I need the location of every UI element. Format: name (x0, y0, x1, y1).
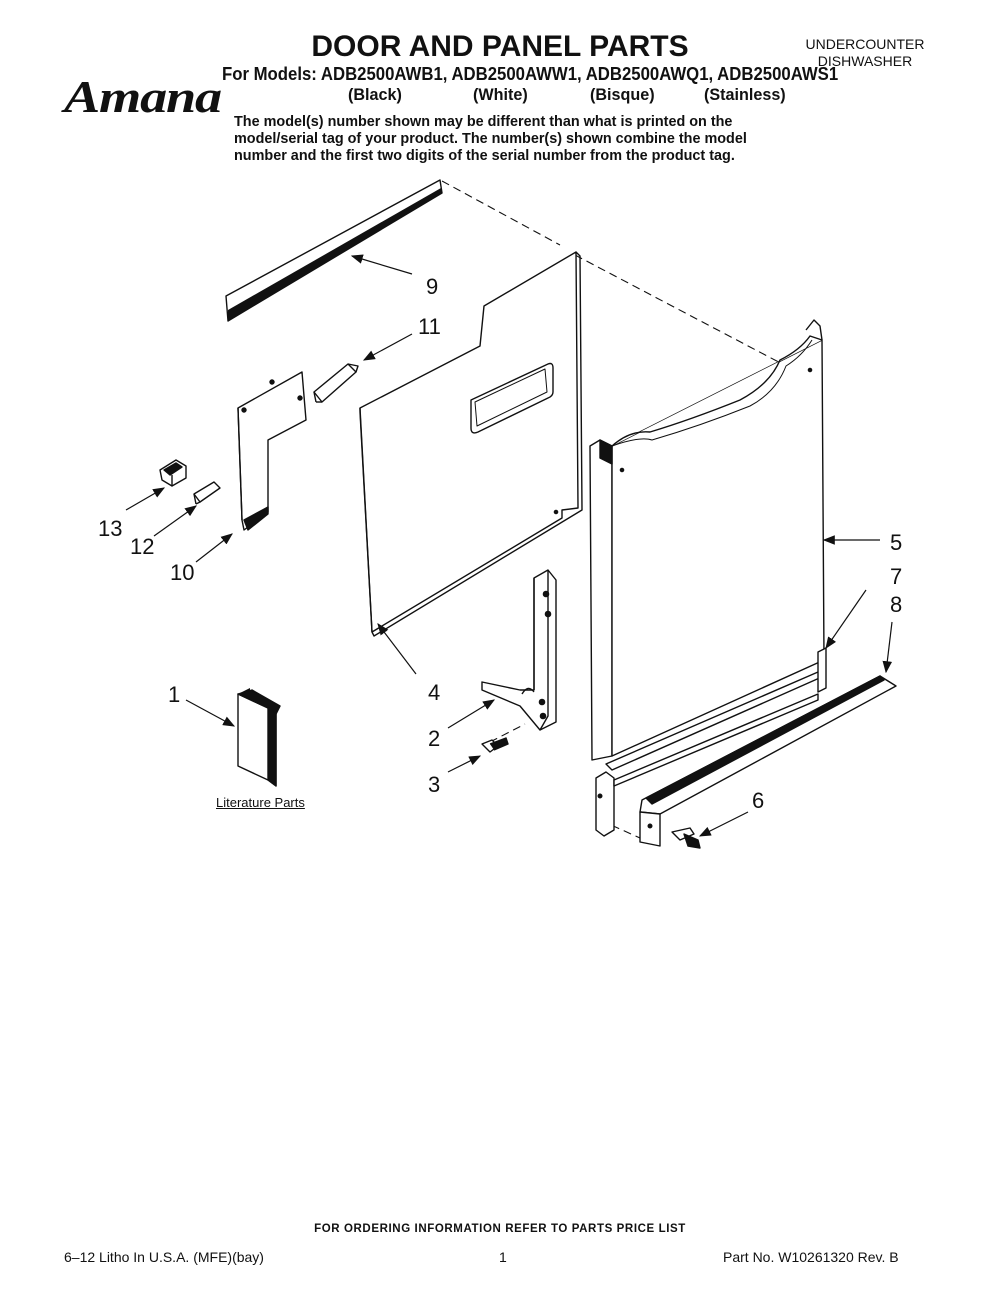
part-13-clip (159, 459, 187, 487)
part-7-bottom-trim (605, 647, 827, 771)
part-10-bracket (237, 371, 307, 531)
callout-10: 10 (170, 560, 194, 585)
callout-9: 9 (426, 274, 438, 299)
brand-logo: Amana (64, 71, 222, 122)
page-number: 1 (499, 1249, 507, 1265)
callout-6: 6 (752, 788, 764, 813)
part-3-screw (481, 737, 509, 753)
callout-7: 7 (890, 564, 902, 589)
callout-8: 8 (890, 592, 902, 617)
callout-13: 13 (98, 516, 122, 541)
callout-5: 5 (890, 530, 902, 555)
category-line-2: DISHWASHER (817, 53, 913, 69)
part-11-spacer (313, 363, 359, 403)
ordering-note: FOR ORDERING INFORMATION REFER TO PARTS … (314, 1223, 686, 1235)
part-5-outer-panel (589, 319, 825, 761)
callout-4: 4 (428, 680, 440, 705)
part-9-trim-strip (225, 179, 443, 322)
appliance-category: UNDERCOUNTER DISHWASHER (790, 36, 940, 70)
callout-3: 3 (428, 772, 440, 797)
callout-11: 11 (418, 314, 441, 339)
callout-12: 12 (130, 534, 154, 559)
color-label-black: (Black) (348, 85, 402, 104)
callout-1: 1 (168, 682, 180, 707)
part-2-hinge (481, 569, 557, 731)
literature-parts-label: Literature Parts (216, 795, 305, 810)
part-6-screw (671, 827, 701, 849)
color-label-stainless: (Stainless) (704, 85, 786, 104)
part-8-toe-panel (595, 675, 897, 847)
models-line: For Models: ADB2500AWB1, ADB2500AWW1, AD… (222, 64, 839, 84)
litho-line: 6–12 Litho In U.S.A. (MFE)(bay) (64, 1249, 264, 1265)
leader-lines (125, 254, 893, 837)
category-line-1: UNDERCOUNTER (805, 36, 925, 52)
part-number: Part No. W10261320 Rev. B (723, 1249, 899, 1265)
exploded-parts-diagram: 1 2 3 4 5 6 7 8 9 10 11 12 13 (98, 179, 902, 849)
page-title: DOOR AND PANEL PARTS (311, 30, 689, 63)
part-12-block (193, 481, 221, 505)
color-label-white: (White) (473, 85, 528, 104)
color-label-bisque: (Bisque) (590, 85, 655, 104)
part-4-door-panel (359, 251, 583, 637)
part-1-literature (237, 688, 281, 787)
callout-2: 2 (428, 726, 440, 751)
model-notice: The model(s) number shown may be differe… (234, 113, 747, 164)
